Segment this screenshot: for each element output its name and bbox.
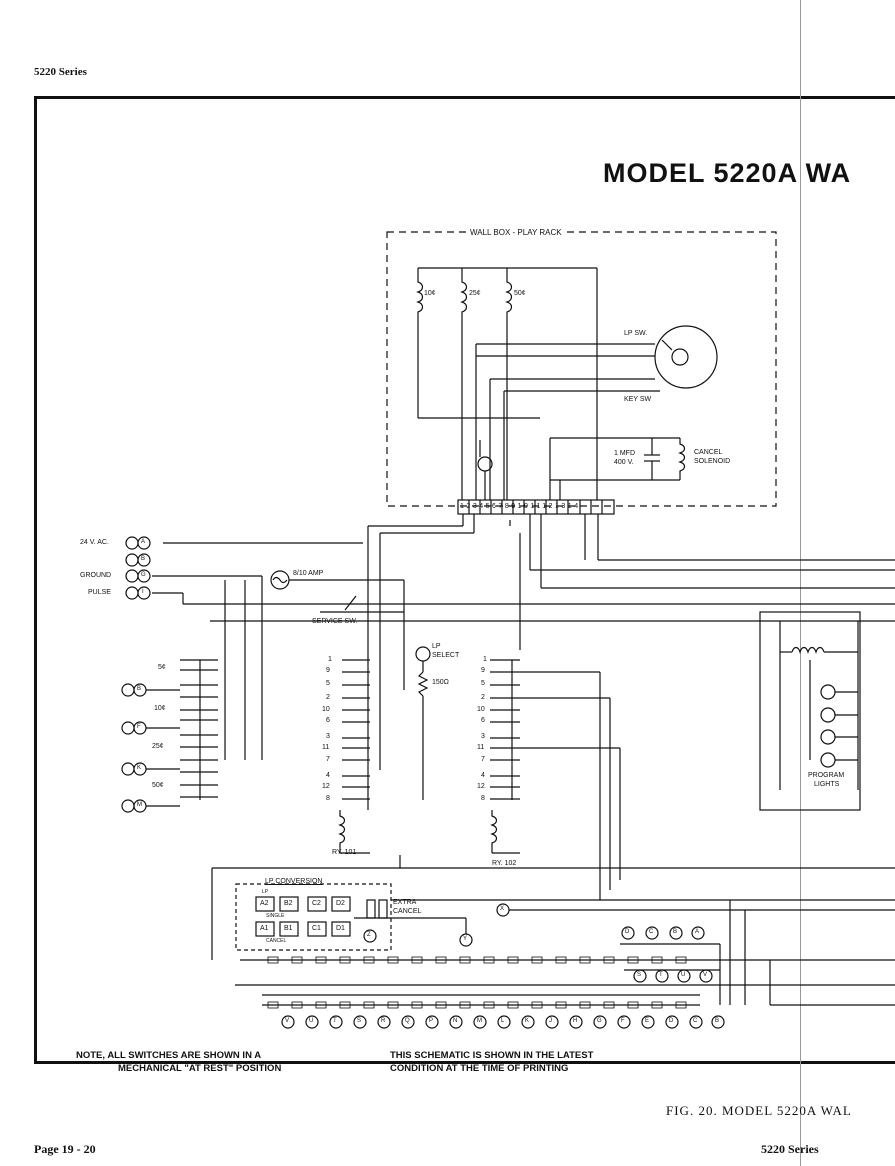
lp-conversion-title: LP CONVERSION — [265, 878, 323, 885]
solenoid-label-1: CANCEL — [694, 449, 723, 456]
capacitor-voltage: 400 V. — [614, 459, 634, 466]
conversion-row-lp: LP — [262, 889, 269, 895]
program-lights-label-2: LIGHTS — [814, 781, 840, 788]
relay-102-label: RY. 102 — [492, 860, 517, 867]
conversion-row-cancel: CANCEL — [266, 938, 287, 944]
coin-contacts — [146, 659, 218, 807]
page-number: Page 19 - 20 — [34, 1142, 96, 1156]
diode-rows — [262, 900, 895, 1006]
code-circles — [621, 926, 713, 983]
lp-select-label-1: LP — [432, 643, 441, 650]
extra-cancel-label-1: EXTRA — [393, 899, 417, 906]
program-lights-panel — [759, 611, 861, 811]
wall-box-label: WALL BOX - PLAY RACK — [467, 228, 565, 237]
input-code-b: B — [141, 556, 146, 562]
capacitor-value: 1 MFD — [614, 450, 635, 457]
input-code-i: I — [142, 589, 144, 595]
extra-cancel-label-2: CANCEL — [393, 908, 422, 915]
lp-conversion-block — [211, 868, 895, 986]
relay-102 — [212, 659, 895, 900]
coin-5-label: 5¢ — [158, 664, 166, 671]
diode-markers — [267, 956, 687, 1009]
relay-101 — [338, 659, 370, 854]
relay-101-label: RY. 101 — [332, 849, 357, 856]
key-switch-label: KEY SW — [624, 396, 652, 403]
lp-key-switch — [475, 325, 718, 500]
lp-select-label-2: SELECT — [432, 652, 460, 659]
page-fold-line — [800, 0, 801, 1166]
note-right: THIS SCHEMATIC IS SHOWN IN THE LATEST CO… — [390, 1050, 594, 1074]
coin-code-k: K — [137, 765, 142, 771]
solenoid-label-2: SOLENOID — [694, 458, 731, 465]
footer-series: 5220 Series — [761, 1142, 819, 1156]
coin-code-m: M — [137, 802, 142, 808]
coin-coils — [416, 267, 598, 500]
coin-25-label: 25¢ — [152, 743, 164, 750]
input-ground-label: GROUND — [80, 572, 112, 579]
bottom-code-circles — [281, 1015, 725, 1029]
diagram-title: MODEL 5220A WA — [603, 158, 852, 188]
coil-10-label: 10¢ — [424, 290, 436, 297]
coil-25-label: 25¢ — [469, 290, 481, 297]
coin-code-b: B — [137, 686, 142, 692]
note-left: NOTE, ALL SWITCHES ARE SHOWN IN A MECHAN… — [76, 1050, 282, 1074]
terminal-strip — [457, 499, 615, 515]
cancel-circuit — [477, 437, 686, 500]
coin-10-label: 10¢ — [154, 705, 166, 712]
code-z: Z — [367, 932, 371, 938]
fuse-label: 8/10 AMP — [293, 570, 324, 577]
conversion-row-single: SINGLE — [266, 913, 285, 919]
code-y: Y — [463, 936, 468, 942]
input-ac-label: 24 V. AC. — [80, 539, 109, 546]
figure-caption: FIG. 20. MODEL 5220A WAL — [666, 1103, 852, 1118]
program-lights-label-1: PROGRAM — [808, 772, 845, 779]
input-code-g: G — [141, 572, 146, 578]
input-pulse-label: PULSE — [88, 589, 111, 596]
coin-50-label: 50¢ — [152, 782, 164, 789]
coil-50-label: 50¢ — [514, 290, 526, 297]
resistor-label: 150Ω — [432, 679, 449, 686]
input-terminals — [121, 536, 151, 813]
schematic-frame — [34, 96, 895, 1064]
wall-box-outline — [386, 231, 777, 507]
service-switch-label: SERVICE SW. — [312, 618, 358, 625]
coin-code-f: F — [137, 724, 141, 730]
lp-select-circuit — [415, 646, 431, 800]
lp-switch-label: LP SW. — [624, 330, 648, 337]
trunk-wiring — [152, 514, 895, 810]
terminal-numbers: 1234567891011121314 — [460, 503, 581, 510]
page-header: 5220 Series — [34, 66, 87, 78]
code-x: X — [500, 906, 505, 912]
input-code-a: A — [141, 539, 146, 545]
